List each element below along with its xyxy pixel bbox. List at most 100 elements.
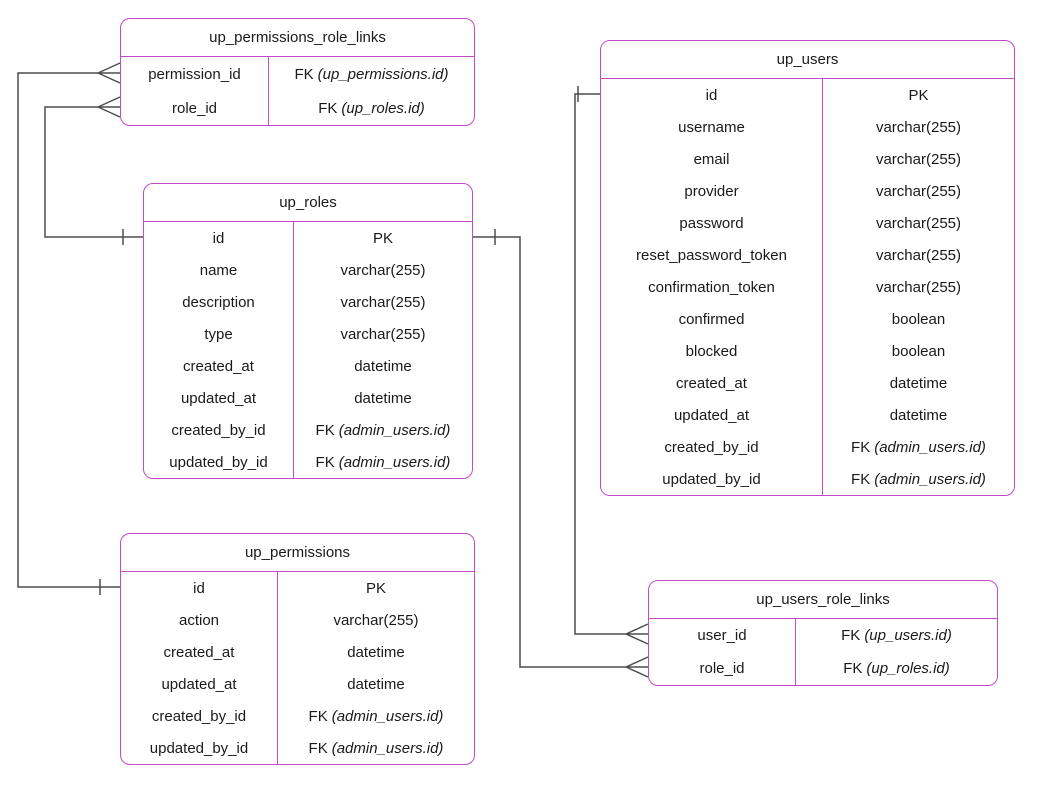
fk-reference: (up_roles.id): [341, 99, 425, 117]
column-name: confirmation_token: [601, 271, 823, 303]
fk-reference: (admin_users.id): [338, 421, 451, 439]
column-type: boolean: [891, 310, 946, 328]
table-row: username varchar(255): [601, 111, 1014, 143]
table-row: created_at datetime: [144, 350, 472, 382]
column-name: updated_by_id: [121, 732, 278, 764]
fk-label: FK: [851, 438, 871, 456]
rel-up-users-to-up-users-role-links: [574, 86, 649, 645]
crows-foot-many-icon: [97, 62, 121, 84]
fk-reference: (admin_users.id): [874, 438, 986, 456]
column-type: FK(admin_users.id): [278, 700, 474, 732]
fk-label: FK: [308, 707, 328, 725]
column-name: id: [601, 79, 823, 111]
crows-foot-many-icon: [625, 656, 649, 678]
column-name: id: [144, 222, 294, 254]
relationship-line: [17, 72, 120, 588]
column-name: updated_at: [121, 668, 278, 700]
column-name: created_by_id: [144, 414, 294, 446]
column-type: PK: [365, 579, 386, 597]
relationship-line: [44, 106, 143, 238]
column-name: created_at: [601, 367, 823, 399]
fk-label: FK: [315, 453, 335, 471]
crows-foot-many-icon: [625, 623, 649, 645]
column-name: type: [144, 318, 294, 350]
column-name: password: [601, 207, 823, 239]
rel-up-permissions-to-up-permissions-role-links: [17, 62, 121, 595]
column-name: role_id: [649, 652, 796, 685]
column-name: id: [121, 572, 278, 604]
crows-foot-many-icon: [97, 96, 121, 118]
column-type: datetime: [347, 675, 405, 693]
column-name: created_at: [121, 636, 278, 668]
column-type: PK: [372, 229, 393, 247]
fk-label: FK: [843, 660, 863, 677]
table-row: confirmation_token varchar(255): [601, 271, 1014, 303]
column-type: FK(up_roles.id): [269, 91, 474, 125]
table-title: up_users: [601, 41, 1014, 79]
column-name: blocked: [601, 335, 823, 367]
column-type: varchar(255): [875, 278, 962, 296]
column-type: datetime: [889, 374, 948, 392]
column-name: provider: [601, 175, 823, 207]
column-name: permission_id: [121, 57, 269, 91]
column-type: FK(admin_users.id): [294, 446, 472, 478]
relationship-line: [574, 93, 626, 635]
fk-label: FK: [851, 470, 871, 488]
table-title: up_permissions: [121, 534, 474, 572]
column-type: varchar(255): [875, 118, 962, 136]
table-title: up_users_role_links: [649, 581, 997, 619]
fk-label: FK: [294, 65, 314, 83]
table-row: id PK: [144, 222, 472, 254]
table-title: up_permissions_role_links: [121, 19, 474, 57]
column-type: boolean: [891, 342, 946, 360]
column-type: varchar(255): [340, 261, 426, 279]
column-type: varchar(255): [333, 611, 419, 629]
column-name: created_by_id: [601, 431, 823, 463]
column-name: email: [601, 143, 823, 175]
table-row: blocked boolean: [601, 335, 1014, 367]
column-type: datetime: [354, 357, 412, 375]
column-type: varchar(255): [875, 214, 962, 232]
column-type: varchar(255): [340, 325, 426, 343]
column-name: updated_by_id: [601, 463, 823, 495]
column-type: FK(up_roles.id): [796, 652, 997, 685]
column-type: varchar(255): [875, 182, 962, 200]
column-type: FK(admin_users.id): [823, 431, 1014, 463]
column-type: datetime: [347, 643, 405, 661]
column-name: updated_at: [601, 399, 823, 431]
column-type: FK(admin_users.id): [823, 463, 1014, 495]
table-row: action varchar(255): [121, 604, 474, 636]
column-type: varchar(255): [340, 293, 426, 311]
column-type: FK(up_permissions.id): [269, 57, 474, 91]
table-up-permissions: up_permissions id PK action varchar(255) cre…: [120, 533, 475, 765]
column-name: username: [601, 111, 823, 143]
table-row: provider varchar(255): [601, 175, 1014, 207]
column-type: FK(up_users.id): [796, 619, 997, 652]
column-name: action: [121, 604, 278, 636]
column-name: created_at: [144, 350, 294, 382]
table-row: type varchar(255): [144, 318, 472, 350]
rel-up-roles-to-up-permissions-role-links: [44, 96, 143, 245]
table-row: id PK: [121, 572, 474, 604]
column-name: description: [144, 286, 294, 318]
column-name: role_id: [121, 91, 269, 125]
